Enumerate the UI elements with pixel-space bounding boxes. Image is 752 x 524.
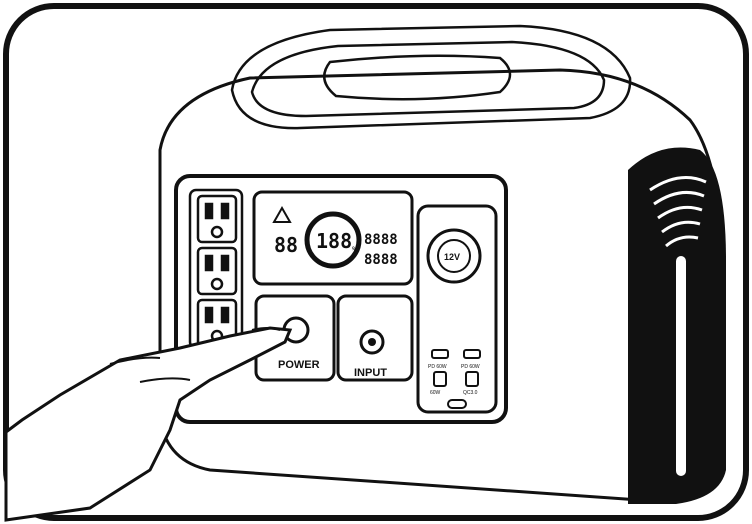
usb-c-left[interactable] — [433, 371, 447, 387]
car-port-12v[interactable]: 12V — [426, 228, 482, 284]
top-handle — [230, 24, 632, 130]
usb-a-left-tag: PD 60W — [428, 364, 447, 370]
power-label: POWER — [278, 359, 320, 371]
ac-outlet-3[interactable] — [196, 298, 238, 348]
input-label: INPUT — [354, 367, 387, 379]
battery-ring — [304, 211, 362, 269]
usb-a-right-tag: PD 60W — [461, 364, 480, 370]
usb-a-left[interactable] — [431, 349, 449, 359]
ac-outlet-1[interactable] — [196, 194, 238, 244]
lcd-right-bottom-digits: 8888 — [364, 252, 398, 268]
usb-a-right[interactable] — [463, 349, 481, 359]
power-panel: POWER — [254, 294, 336, 382]
input-panel: INPUT — [336, 294, 414, 382]
light-toggle[interactable] — [447, 399, 467, 409]
warning-icon — [272, 205, 292, 223]
dc-usb-panel: 12V PD 60W PD 60W 60W QC3.0 — [416, 204, 498, 414]
lcd-display: 88 188 % 8888 8888 — [252, 190, 414, 286]
lcd-right-top-digits: 8888 — [364, 232, 398, 248]
usb-c-left-tag: 60W — [430, 390, 441, 396]
lcd-center-digits: 188 — [316, 229, 352, 253]
hand-illustration — [4, 326, 293, 522]
ac-outlets — [188, 188, 244, 350]
lcd-center-unit: % — [352, 245, 357, 254]
ac-outlet-2[interactable] — [196, 246, 238, 296]
usb-c-right-tag: QC3.0 — [463, 390, 478, 396]
dc-label: 12V — [444, 252, 460, 262]
usb-c-right[interactable] — [465, 371, 479, 387]
lcd-left-digits: 88 — [274, 233, 298, 257]
side-vent — [628, 147, 726, 504]
